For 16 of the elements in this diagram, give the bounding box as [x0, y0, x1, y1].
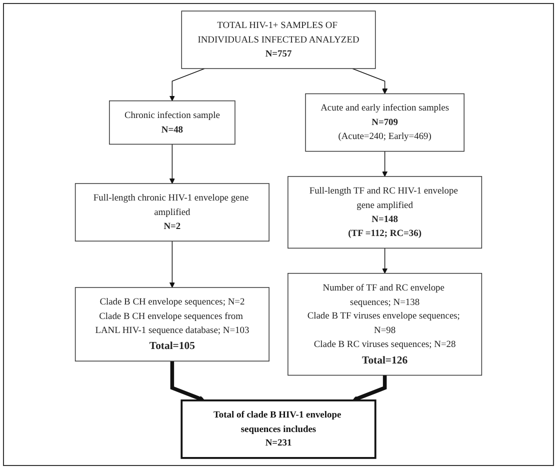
arrow [382, 150, 388, 177]
node-box: Full-length chronic HIV-1 envelope gene amplified N=2 [74, 183, 270, 242]
arrow [170, 361, 205, 402]
arrow [169, 68, 205, 102]
node-box: Clade B CH envelope sequences; N=2 Clade B CH envelope sequences from LANL HIV-1 sequence database; N=103 Total=105 [74, 287, 270, 362]
node-box: Acute and early infection samples N=709 (Acute=240; Early=469) [305, 93, 464, 152]
node-box: Chronic infection sample N=48 [109, 100, 236, 145]
arrow [169, 240, 175, 288]
arrow [352, 68, 388, 94]
arrow [382, 248, 388, 274]
node-box: Number of TF and RC envelope sequences; N=138 Clade B TF viruses envelope sequences; N=98 Clade B RC viruses sequences; N=28 Total=126 [288, 272, 482, 376]
arrow [352, 375, 387, 402]
arrow [169, 144, 175, 184]
node-box: Total of clade B HIV-1 envelope sequences includes N=231 [180, 399, 376, 459]
node-box: TOTAL HIV-1+ SAMPLES OF INDIVIDUALS INFECTED ANALYZED N=757 [181, 10, 376, 69]
node-box: Full-length TF and RC HIV-1 envelope gene amplified N=148 (TF =112; RC=36) [288, 176, 482, 249]
